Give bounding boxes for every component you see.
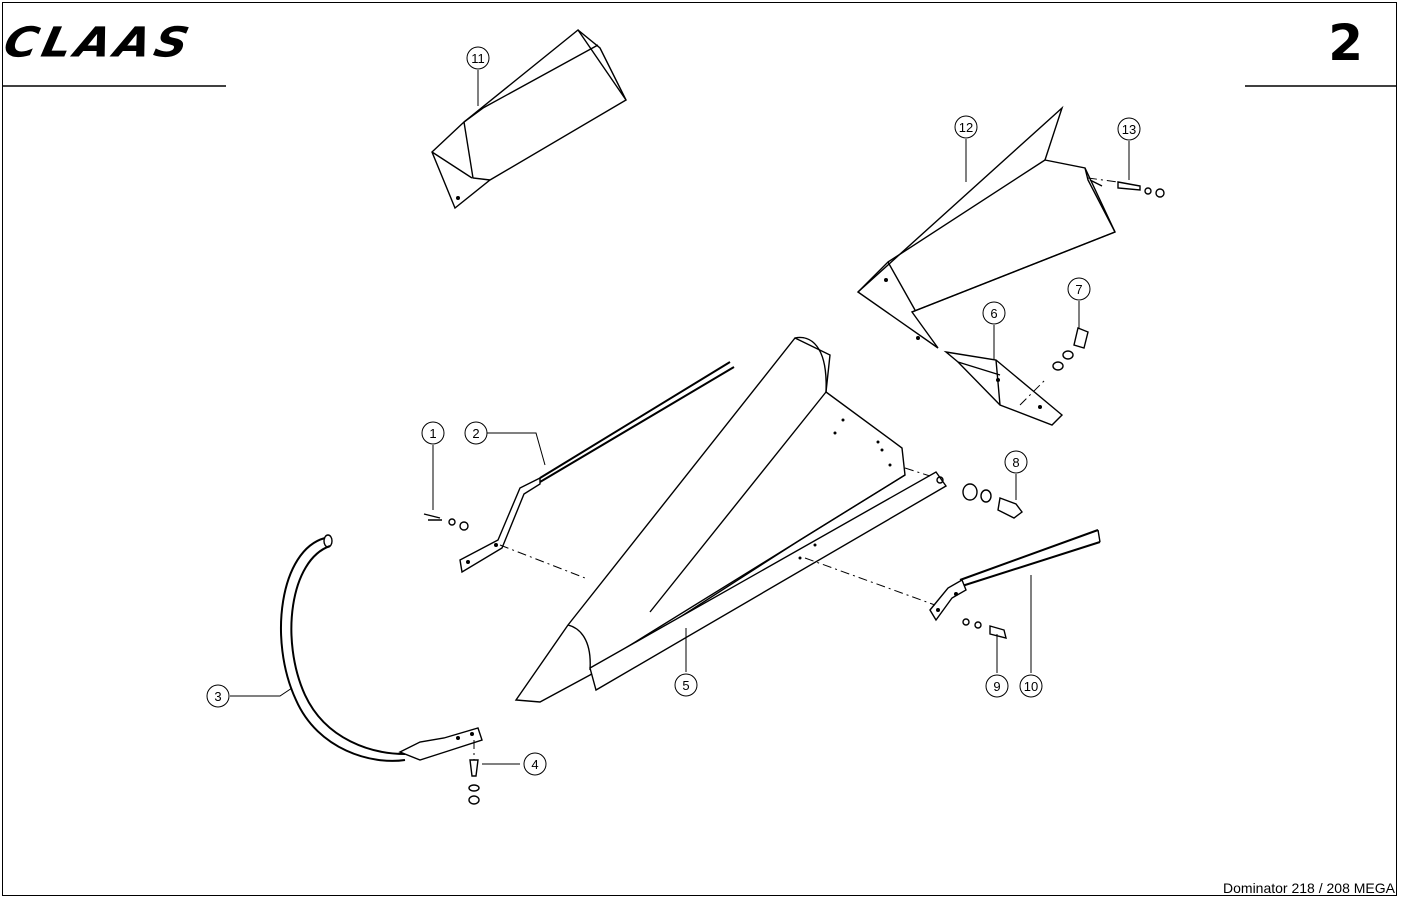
callout-13: 13 [1117, 117, 1141, 141]
part-1-bolt [423, 513, 469, 531]
svg-text:3: 3 [214, 689, 221, 704]
callout-3: 3 [206, 684, 230, 708]
callout-1: 1 [421, 421, 445, 445]
svg-text:6: 6 [990, 306, 997, 321]
svg-text:10: 10 [1024, 679, 1038, 694]
svg-text:7: 7 [1075, 282, 1082, 297]
svg-text:13: 13 [1122, 122, 1136, 137]
part-6-bracket [943, 350, 1064, 426]
callout-8: 8 [1004, 450, 1028, 474]
model-caption: Dominator 218 / 208 MEGA [1223, 880, 1395, 896]
part-3-curved-rod [280, 534, 483, 762]
part-12-guard [856, 105, 1116, 349]
svg-text:12: 12 [959, 120, 973, 135]
part-7-bolt [1052, 327, 1089, 371]
callout-6: 6 [982, 301, 1006, 325]
part-13-bolt [1089, 179, 1165, 198]
callout-12: 12 [954, 115, 978, 139]
part-2-rod [459, 361, 735, 574]
callout-4: 4 [523, 752, 547, 776]
part-4-bolt [468, 759, 480, 805]
svg-text:8: 8 [1012, 455, 1019, 470]
part-10-rod [929, 529, 1101, 622]
callout-2: 2 [464, 421, 488, 445]
callout-5: 5 [674, 673, 698, 697]
part-9-bolt [962, 618, 1007, 639]
part-11-guard [431, 28, 628, 210]
callout-9: 9 [985, 674, 1009, 698]
callout-10: 10 [1019, 674, 1043, 698]
svg-text:9: 9 [993, 679, 1000, 694]
callout-11: 11 [466, 46, 490, 70]
callout-7: 7 [1067, 277, 1091, 301]
svg-text:1: 1 [429, 426, 436, 441]
part-5-divider [514, 336, 948, 703]
page-number: 2 [1328, 14, 1363, 72]
svg-text:5: 5 [682, 678, 689, 693]
svg-text:11: 11 [471, 51, 485, 66]
svg-text:2: 2 [472, 426, 479, 441]
part-8-bolt [962, 483, 1023, 519]
svg-text:4: 4 [531, 757, 538, 772]
